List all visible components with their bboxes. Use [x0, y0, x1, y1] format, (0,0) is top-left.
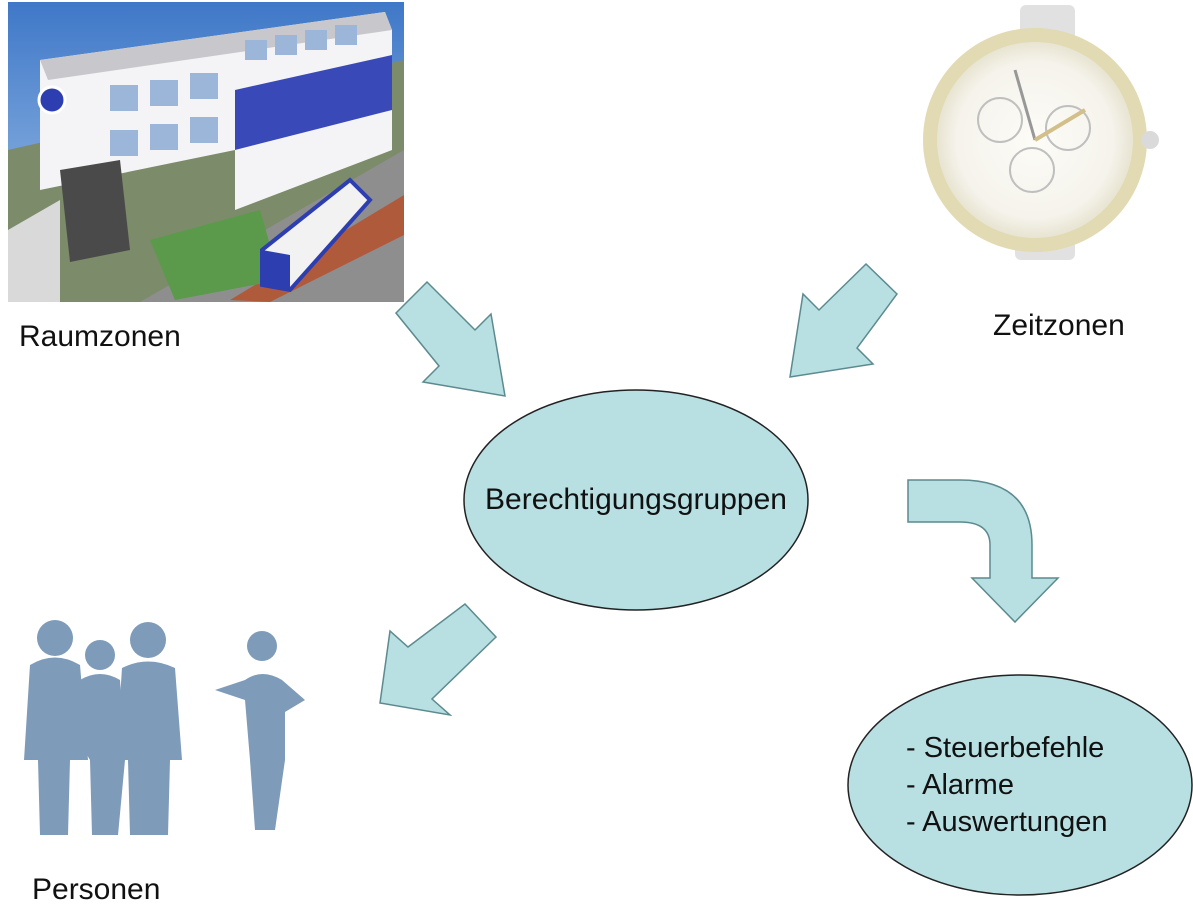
outputs-ellipse: [847, 674, 1193, 896]
outputs-item-auswertungen: - Auswertungen: [906, 806, 1108, 838]
arrow-raumzonen-to-center: [394, 280, 506, 397]
outputs-item-alarme: - Alarme: [906, 769, 1014, 801]
outputs-item-steuerbefehle: - Steuerbefehle: [906, 732, 1105, 764]
center-label: Berechtigungsgruppen: [485, 483, 787, 516]
arrow-center-to-personen: [379, 602, 498, 717]
people-image: [24, 620, 305, 835]
building-image: [8, 2, 404, 302]
center-ellipse: [463, 389, 809, 611]
outputs-list: - Steuerbefehle - Alarme - Auswertungen: [906, 730, 1108, 841]
zeitzonen-label: Zeitzonen: [993, 309, 1125, 342]
arrow-center-to-outputs: [907, 479, 1060, 624]
personen-label: Personen: [32, 873, 161, 906]
arrow-zeitzonen-to-center: [789, 262, 898, 378]
watch-image: [923, 5, 1159, 260]
raumzonen-label: Raumzonen: [19, 320, 181, 353]
